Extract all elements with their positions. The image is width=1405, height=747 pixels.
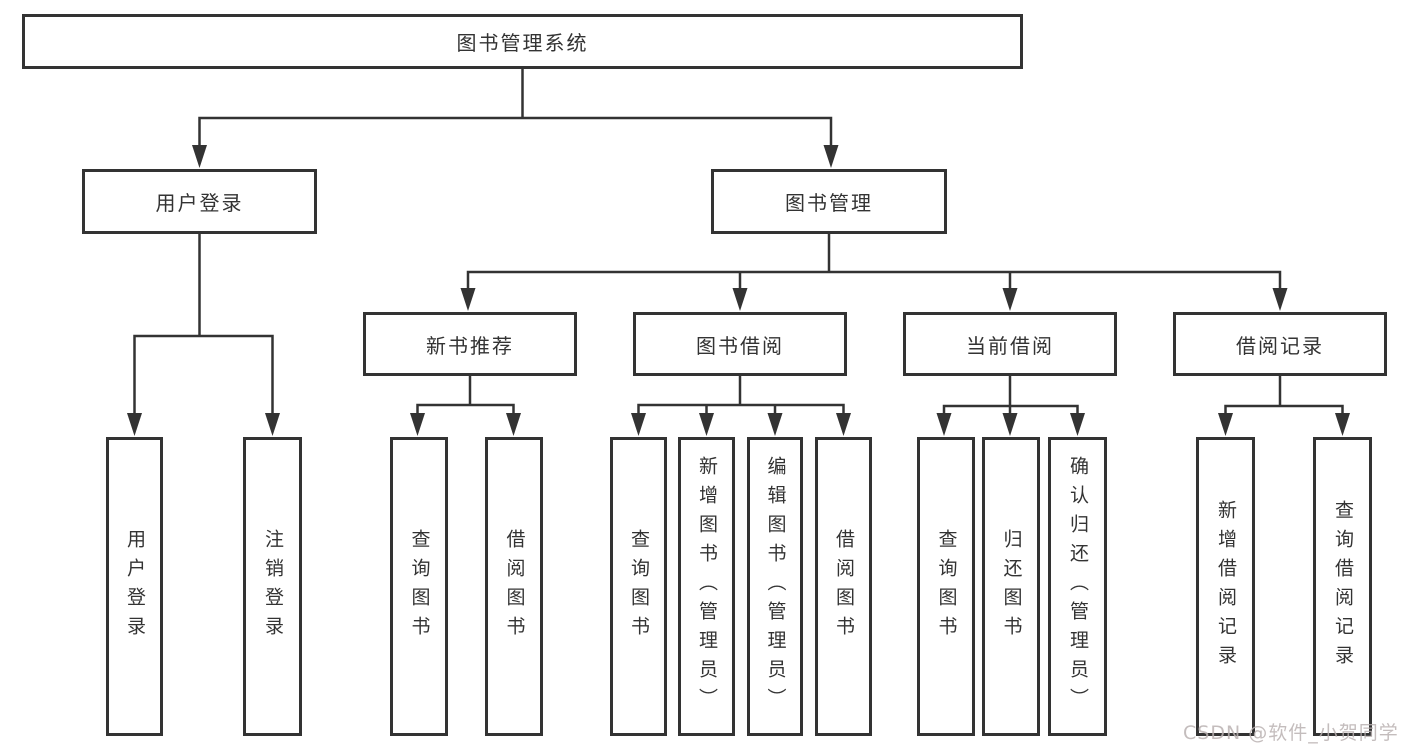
arrowhead	[767, 413, 783, 436]
leaf-search-books-recommend: 查询图书	[390, 437, 448, 736]
leaf-search-books-borrowing: 查询图书	[610, 437, 667, 736]
arrowhead	[506, 413, 521, 436]
leaf-search-books-recommend-label: 查询图书	[408, 528, 431, 645]
arrowhead	[836, 413, 851, 436]
node-book-borrowing-label: 图书借阅	[696, 333, 784, 358]
leaf-search-borrow-record-label: 查询借阅记录	[1331, 499, 1354, 674]
arrowhead	[192, 145, 207, 168]
arrowhead	[699, 413, 714, 436]
node-borrow-records: 借阅记录	[1173, 312, 1387, 376]
node-new-book-recommend: 新书推荐	[363, 312, 577, 376]
node-book-management: 图书管理	[711, 169, 947, 234]
leaf-confirm-return-admin-label: 确认归还（管理员）	[1066, 456, 1089, 717]
leaf-borrow-books-recommend-label: 借阅图书	[503, 528, 526, 645]
connector-book-mgmt-children	[466, 231, 1282, 295]
arrowhead	[460, 288, 476, 311]
leaf-logout: 注销登录	[243, 437, 302, 736]
arrowhead	[1218, 413, 1233, 436]
leaf-add-borrow-record-label: 新增借阅记录	[1214, 499, 1237, 674]
leaf-logout-label: 注销登录	[261, 528, 284, 645]
arrowhead	[631, 413, 646, 436]
csdn-watermark: CSDN @软件_小贺同学	[1183, 722, 1399, 744]
connector-borrow-records-children	[1224, 373, 1344, 420]
node-user-login-label: 用户登录	[155, 191, 244, 215]
arrowhead	[1272, 288, 1288, 311]
connector-root-to-level2	[198, 67, 833, 152]
node-book-management-label: 图书管理	[785, 191, 873, 215]
leaf-user-login-label: 用户登录	[123, 528, 146, 645]
arrowhead	[1070, 413, 1085, 436]
leaf-confirm-return-admin: 确认归还（管理员）	[1048, 437, 1107, 736]
node-new-book-recommend-label: 新书推荐	[426, 333, 514, 358]
arrowhead	[410, 413, 425, 436]
arrowhead	[265, 413, 280, 436]
node-root: 图书管理系统	[22, 14, 1023, 69]
node-book-borrowing: 图书借阅	[633, 312, 847, 376]
leaf-return-books: 归还图书	[982, 437, 1040, 736]
leaf-borrow-books: 借阅图书	[815, 437, 872, 736]
leaf-search-books-borrowing-label: 查询图书	[627, 528, 650, 645]
leaf-edit-books-admin-label: 编辑图书（管理员）	[764, 456, 787, 717]
arrowhead	[1002, 288, 1018, 311]
leaf-search-books-current: 查询图书	[917, 437, 975, 736]
node-user-login: 用户登录	[82, 169, 317, 234]
leaf-search-books-current-label: 查询图书	[935, 528, 958, 645]
arrowhead	[732, 288, 748, 311]
node-borrow-records-label: 借阅记录	[1236, 333, 1324, 358]
node-current-borrowing: 当前借阅	[903, 312, 1117, 376]
arrowhead	[823, 145, 839, 168]
arrowhead	[127, 413, 142, 436]
leaf-edit-books-admin: 编辑图书（管理员）	[747, 437, 803, 736]
connector-user-login-children	[133, 231, 274, 420]
node-current-borrowing-label: 当前借阅	[966, 333, 1054, 358]
node-root-label: 图书管理系统	[456, 31, 589, 55]
connector-current-borrow-children	[942, 373, 1079, 420]
leaf-search-borrow-record: 查询借阅记录	[1313, 437, 1372, 736]
leaf-add-books-admin: 新增图书（管理员）	[678, 437, 735, 736]
arrowhead	[1335, 413, 1350, 436]
connector-new-book-rec-children	[416, 373, 515, 420]
arrowhead	[1002, 413, 1018, 436]
leaf-add-books-admin-label: 新增图书（管理员）	[695, 456, 718, 717]
connector-book-borrow-children	[637, 373, 845, 420]
leaf-borrow-books-recommend: 借阅图书	[485, 437, 543, 736]
leaf-add-borrow-record: 新增借阅记录	[1196, 437, 1255, 736]
leaf-borrow-books-label: 借阅图书	[832, 528, 855, 645]
arrowhead	[936, 413, 952, 436]
leaf-user-login: 用户登录	[106, 437, 163, 736]
leaf-return-books-label: 归还图书	[1000, 528, 1023, 645]
